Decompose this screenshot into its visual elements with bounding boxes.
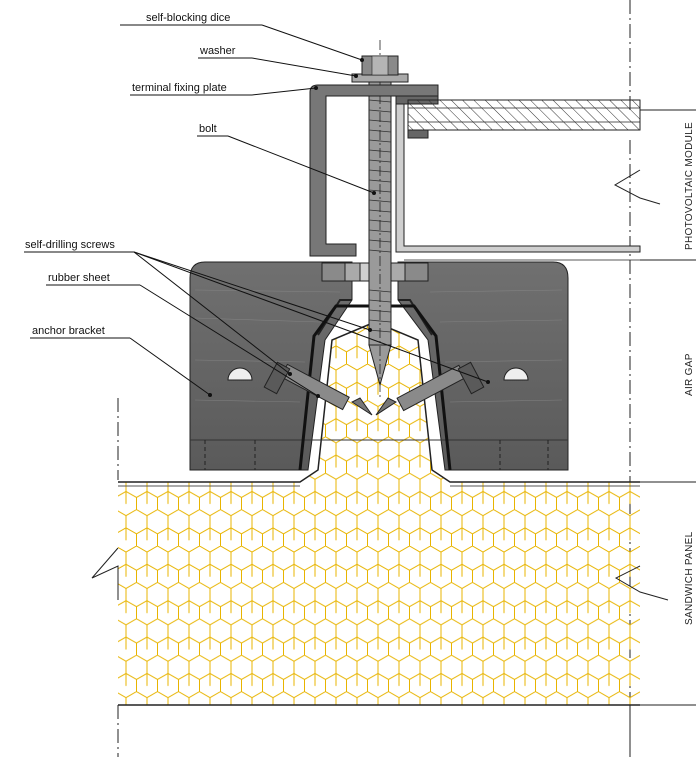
photovoltaic-module <box>395 99 661 253</box>
label-anchor-bracket: anchor bracket <box>32 325 105 337</box>
label-self-blocking-dice: self-blocking dice <box>146 12 230 24</box>
label-self-drilling-screws: self-drilling screws <box>25 239 115 251</box>
leader-lines <box>24 24 489 397</box>
label-terminal-fixing-plate: terminal fixing plate <box>132 82 227 94</box>
label-bolt: bolt <box>199 123 217 135</box>
break-mark-pv <box>613 169 661 205</box>
break-mark-right <box>614 565 669 601</box>
label-washer: washer <box>199 45 236 57</box>
label-rubber-sheet: rubber sheet <box>48 272 110 284</box>
side-label-air-gap: AIR GAP <box>684 353 695 396</box>
self-drilling-screws <box>263 361 485 416</box>
self-blocking-dice <box>361 55 399 76</box>
leader-dots <box>208 58 490 398</box>
anchor-bracket <box>189 261 569 471</box>
zone-lines <box>404 109 696 706</box>
break-mark-left <box>91 547 119 600</box>
side-label-sandwich-panel: SANDWICH PANEL <box>684 531 695 625</box>
side-label-photovoltaic-module: PHOTOVOLTAIC MODULE <box>684 122 695 250</box>
